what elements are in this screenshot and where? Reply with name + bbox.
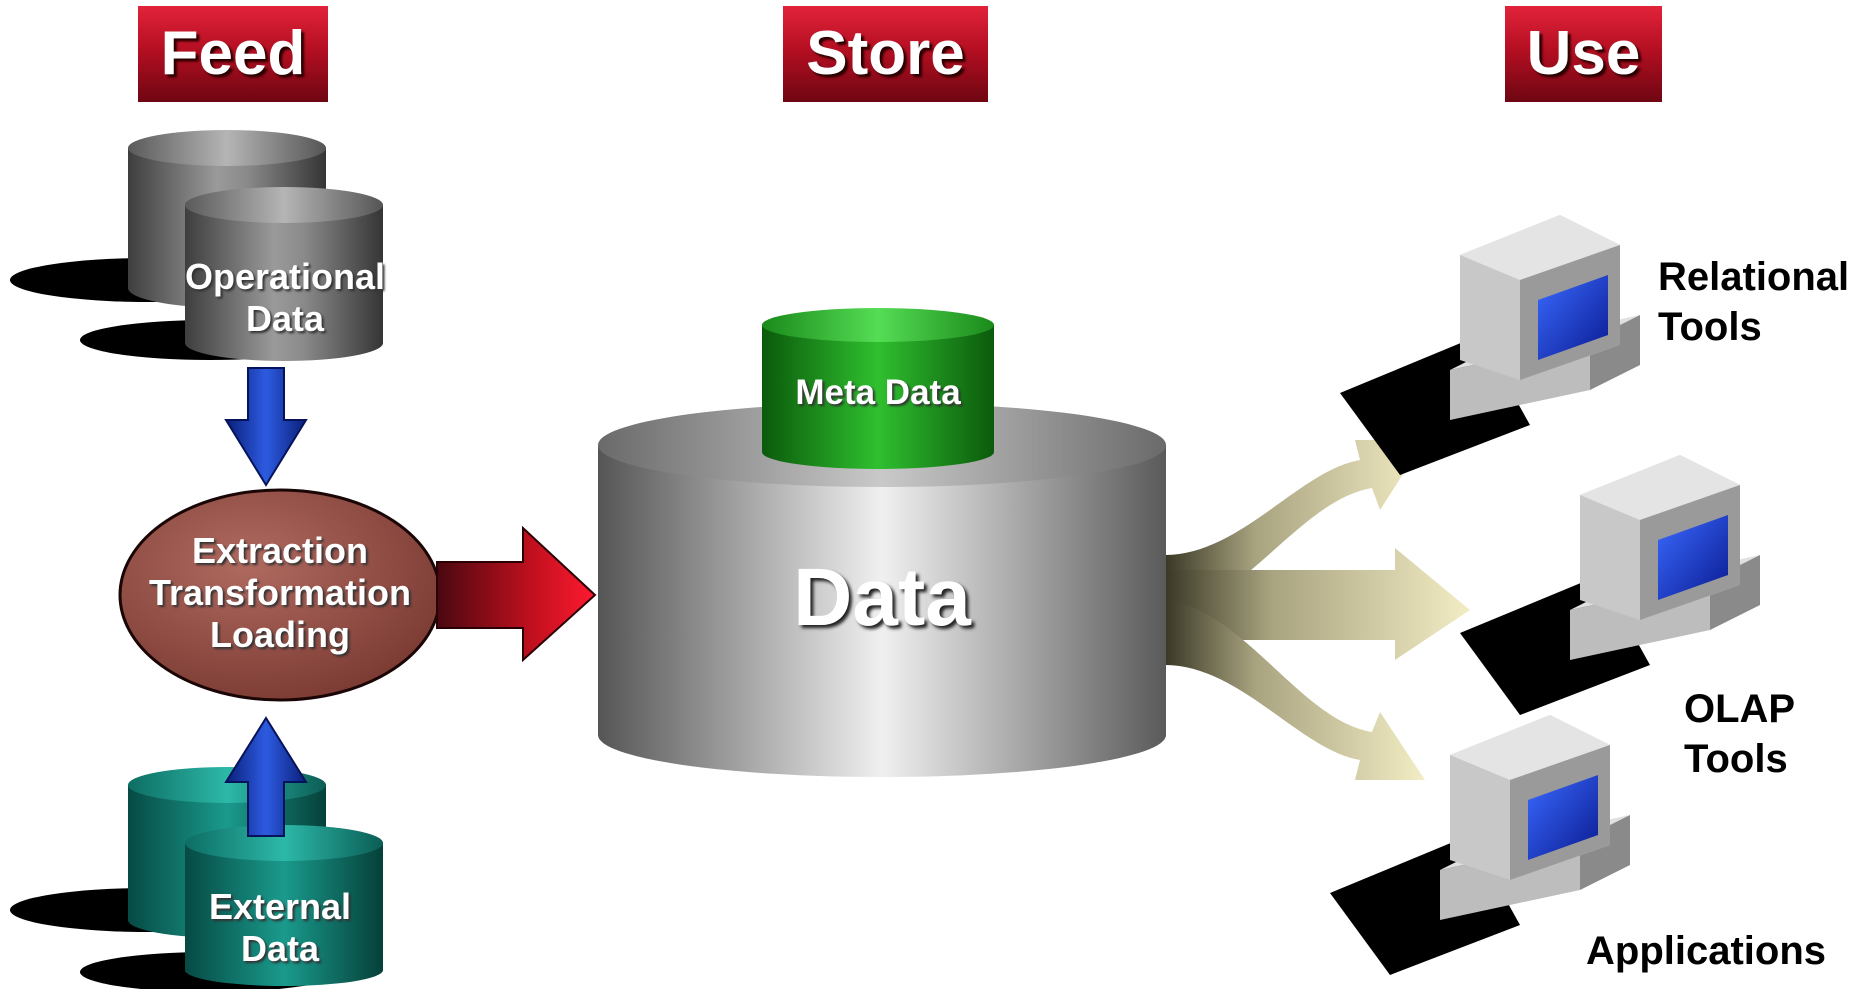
computer-icon-olap [1460, 455, 1760, 715]
operational-data-label: Operational Data [170, 256, 400, 340]
etl-line-3: Loading [210, 614, 350, 655]
computer-icon-applications [1330, 715, 1630, 975]
operational-line-1: Operational [184, 256, 386, 297]
relational-line-1: Relational [1658, 255, 1850, 299]
computer-icon-relational [1340, 215, 1640, 475]
meta-data-cylinder [762, 308, 994, 469]
relational-tools-label: Relational Tools [1658, 252, 1868, 352]
etl-line-1: Extraction [191, 530, 369, 571]
meta-data-label: Meta Data [795, 373, 961, 412]
relational-line-2: Tools [1658, 305, 1762, 349]
etl-label: Extraction Transformation Loading [130, 530, 430, 656]
data-label: Data [793, 552, 971, 643]
store-header: Store [783, 6, 988, 102]
output-arrows [1165, 440, 1470, 780]
right-arrow-icon [436, 525, 597, 663]
operational-data-cylinders [10, 130, 383, 361]
olap-line-1: OLAP [1684, 687, 1796, 731]
external-line-2: Data [240, 928, 320, 969]
external-data-label: External Data [180, 886, 380, 970]
up-arrow-icon [224, 716, 308, 837]
feed-header: Feed [138, 6, 328, 102]
use-header: Use [1505, 6, 1662, 102]
down-arrow-icon [224, 367, 308, 487]
etl-line-2: Transformation [148, 572, 412, 613]
operational-line-2: Data [245, 298, 325, 339]
olap-line-2: Tools [1684, 737, 1788, 781]
applications-label: Applications [1586, 929, 1827, 973]
external-line-1: External [208, 886, 352, 927]
olap-tools-label: OLAP Tools [1684, 684, 1844, 784]
